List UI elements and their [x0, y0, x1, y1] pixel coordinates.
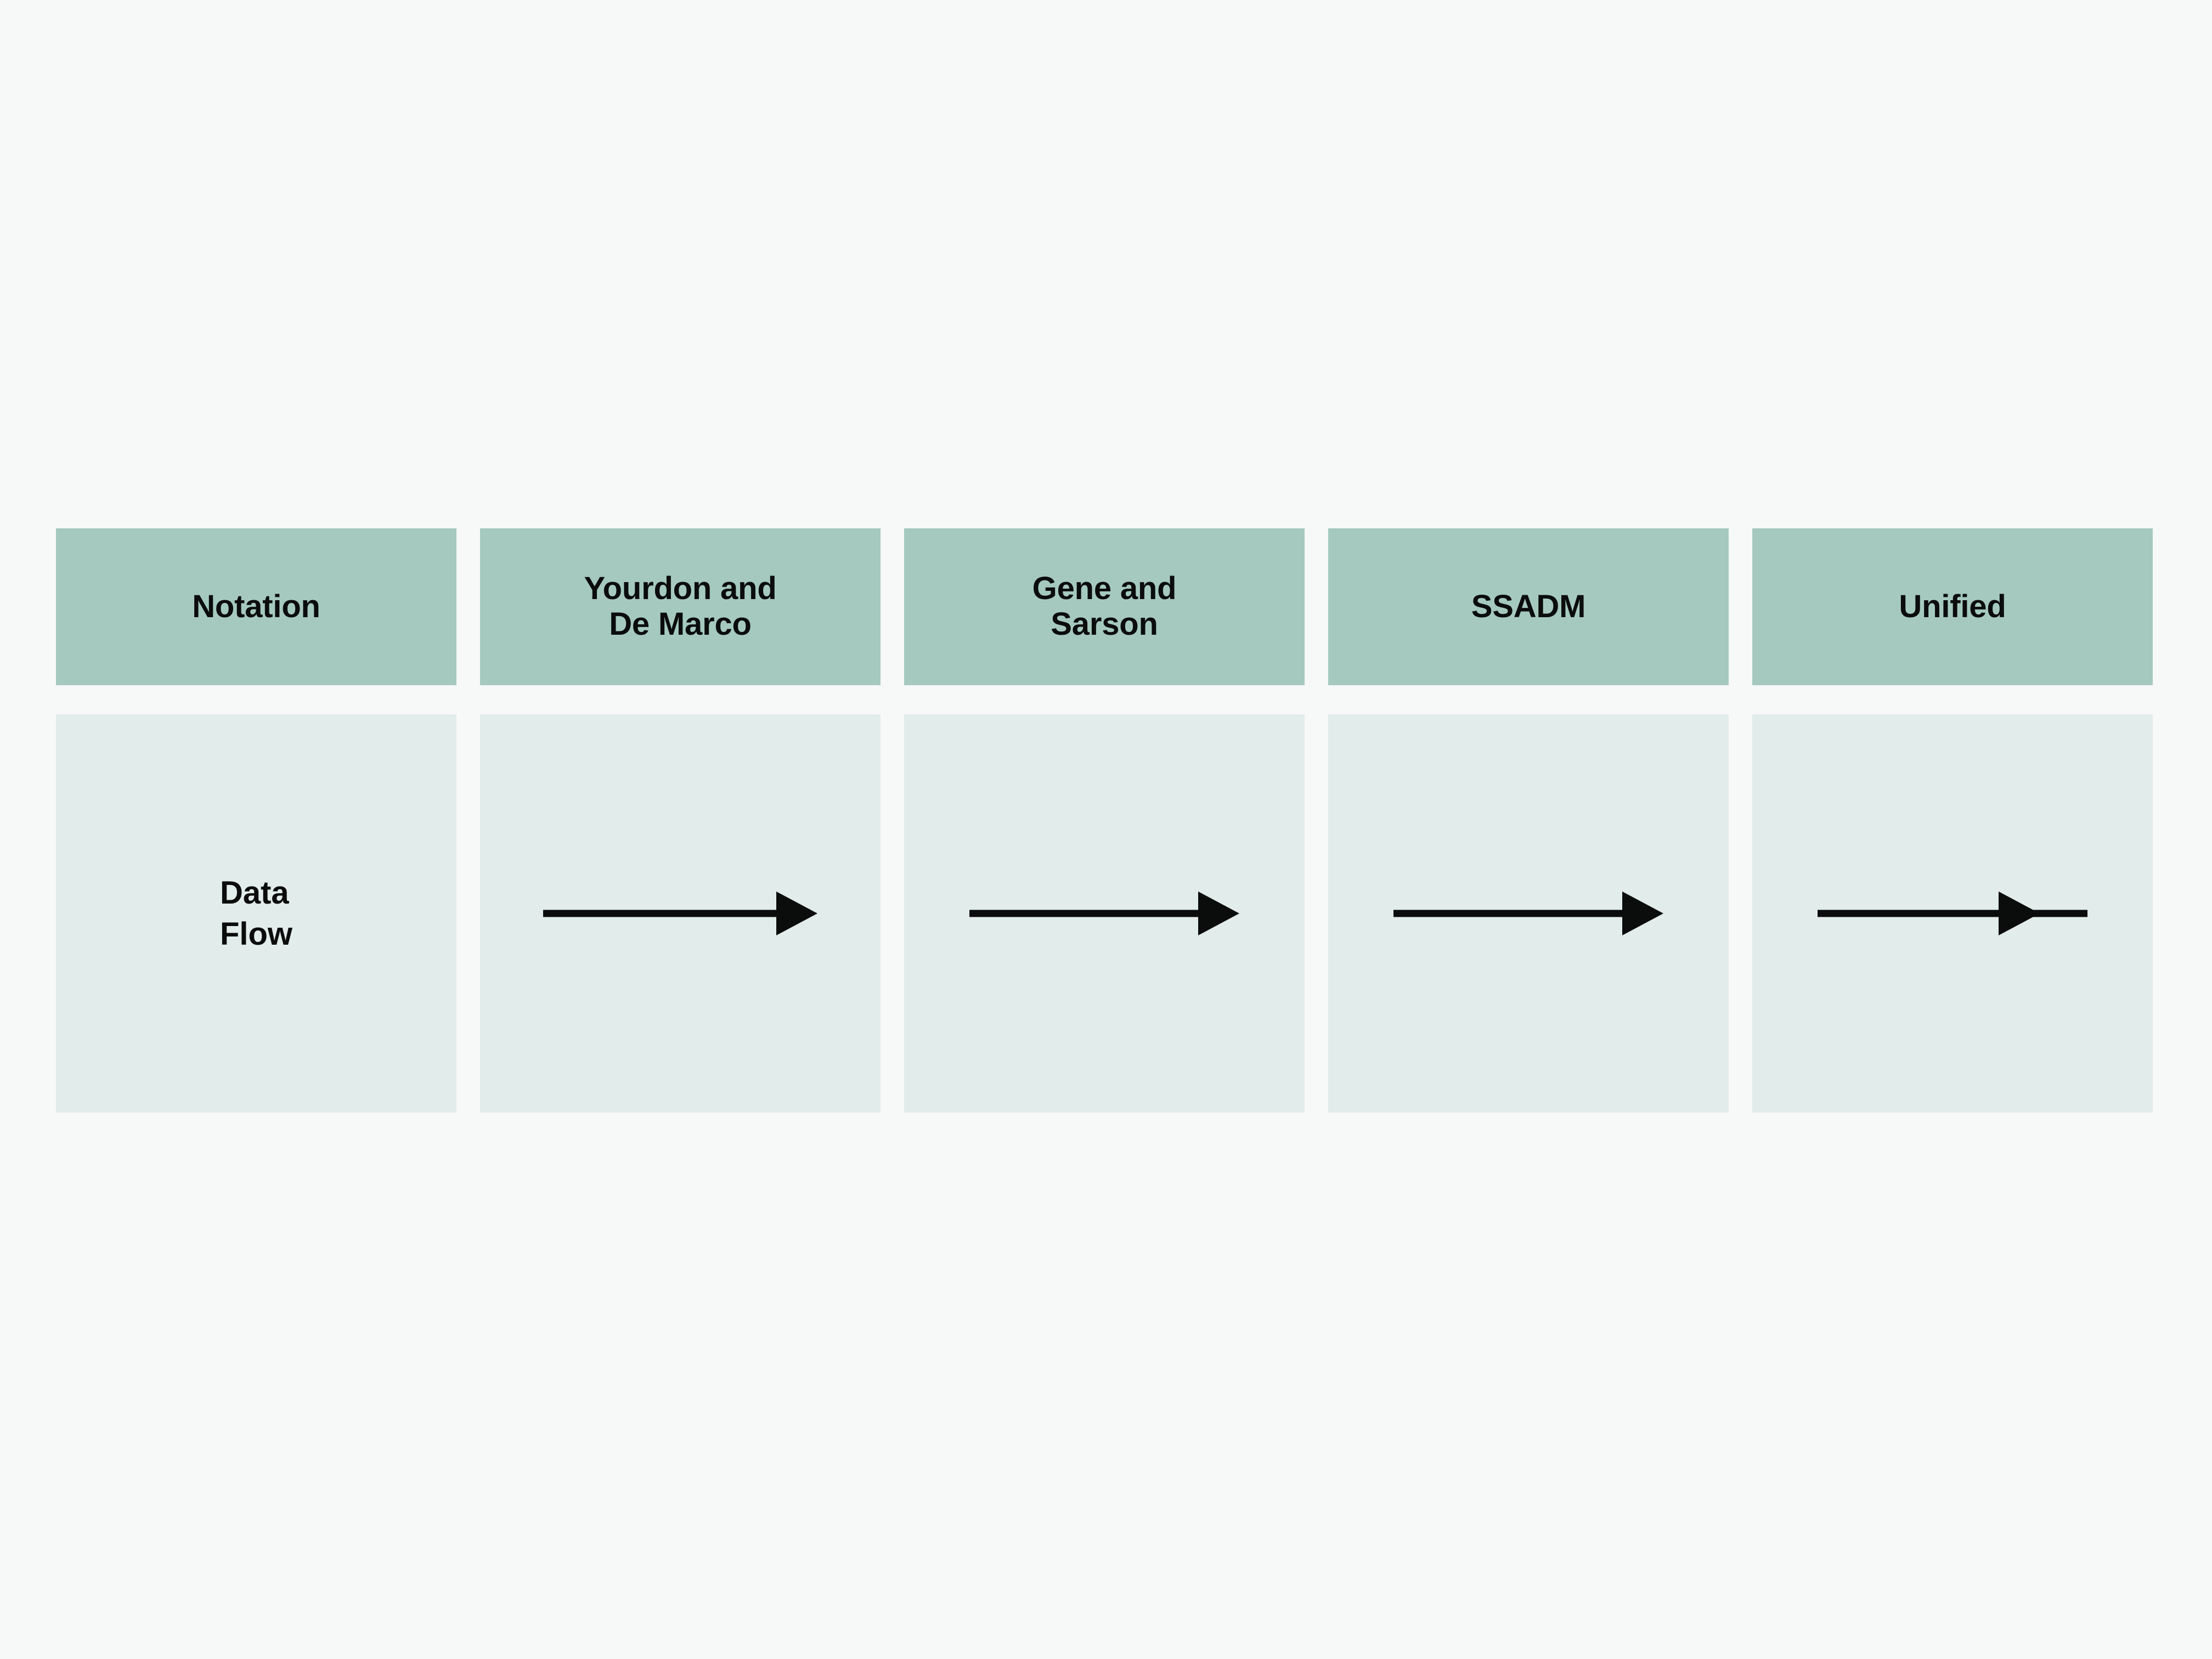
row-label-data-flow: Data Flow [219, 874, 293, 952]
body-cell-ssadm [1328, 714, 1729, 1113]
data-flow-arrow-right-midhead-icon [1818, 891, 2087, 935]
body-cell-gene-sarson [904, 714, 1305, 1113]
header-cell-ssadm: SSADM [1328, 528, 1729, 685]
body-cell-yourdon-de-marco [480, 714, 881, 1113]
data-flow-arrow-right-icon [543, 891, 817, 935]
header-label-ssadm: SSADM [1471, 588, 1586, 624]
data-flow-arrow-right-icon [1393, 891, 1663, 935]
body-cell-unified [1752, 714, 2153, 1113]
header-cell-notation: Notation [56, 528, 456, 685]
notation-comparison-table: Notation Yourdon and De Marco Gene and S… [56, 528, 2155, 1113]
header-label-notation: Notation [192, 588, 320, 624]
header-label-unified: Unified [1899, 588, 2006, 624]
header-cell-yourdon-de-marco: Yourdon and De Marco [480, 528, 881, 685]
header-cell-unified: Unified [1752, 528, 2153, 685]
table-row: Data Flow [56, 714, 2155, 1113]
header-body-divider [56, 685, 2155, 714]
header-label-gene-sarson: Gene and Sarson [1032, 571, 1177, 642]
table-header-row: Notation Yourdon and De Marco Gene and S… [56, 528, 2155, 685]
header-cell-gene-sarson: Gene and Sarson [904, 528, 1305, 685]
body-cell-row-label-data-flow: Data Flow [56, 714, 456, 1113]
header-label-yourdon-de-marco: Yourdon and De Marco [584, 571, 777, 642]
data-flow-arrow-right-icon [969, 891, 1239, 935]
